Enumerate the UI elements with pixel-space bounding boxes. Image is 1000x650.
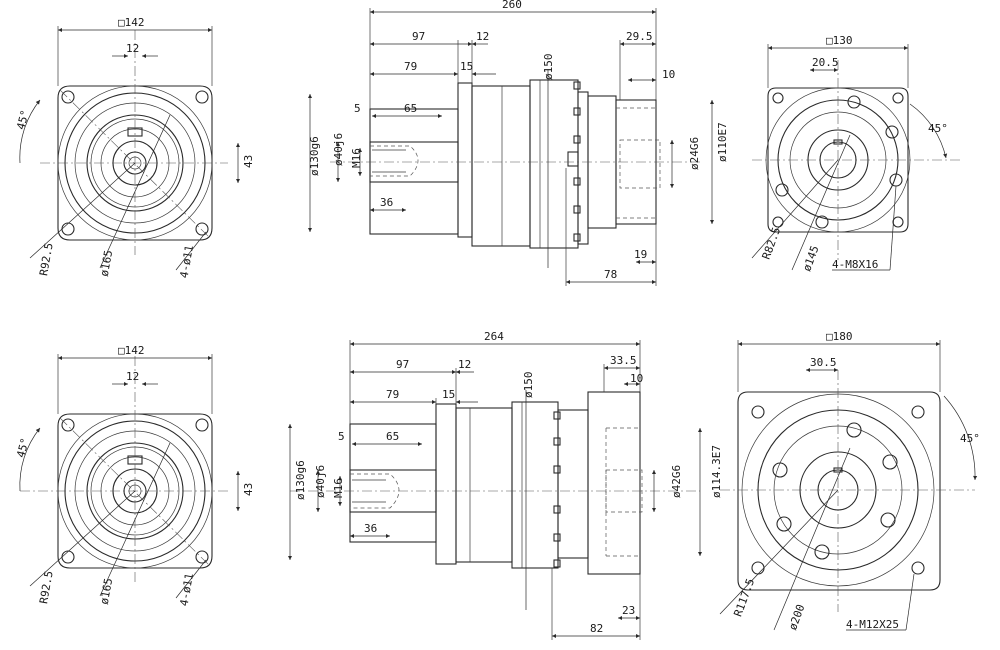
bottom-rear-view: □180 30.5 45° R117.5 ø200 4-M12X25 — [719, 330, 980, 632]
top-side-dia-130-label: ø130g6 — [308, 136, 321, 176]
bottom-rear-len-30-5-label: 30.5 — [810, 356, 837, 369]
top-side-len-79-label: 79 — [404, 60, 417, 73]
bottom-side-bore — [605, 427, 643, 557]
bottom-front-dimensions — [19, 354, 241, 599]
bottom-side-len-33-5-label: 33.5 — [610, 354, 637, 367]
top-side-dimensions — [307, 8, 715, 286]
top-side-len-5-label: 5 — [354, 102, 361, 115]
bottom-front-pcd-label: ø165 — [98, 577, 115, 605]
top-front-radius-label: R92.5 — [37, 242, 56, 277]
bottom-side-thread-label: M16 — [332, 478, 345, 498]
bottom-side-len-23-label: 23 — [622, 604, 635, 617]
top-side-len-10-label: 10 — [662, 68, 675, 81]
top-front-key-width-label: 12 — [126, 42, 139, 55]
top-rear-holes — [772, 92, 904, 229]
top-front-mount-holes — [61, 90, 209, 236]
bottom-side-view: 264 97 12 79 15 ø150 33.5 10 5 65 ø130g6… — [287, 330, 723, 640]
bottom-side-dia-42-label: ø42G6 — [670, 465, 683, 498]
bottom-side-dia-150-label: ø150 — [522, 372, 535, 399]
bottom-side-len-79-label: 79 — [386, 388, 399, 401]
top-side-dia-110-label: ø110E7 — [716, 122, 729, 162]
top-front-view: □142 12 45° 43 R92.5 ø165 4-ø11 — [14, 16, 255, 279]
bottom-side-body — [349, 391, 641, 575]
bottom-front-angle-label: 45° — [14, 436, 32, 459]
top-rear-view: □130 20.5 45° R82.5 ø145 4-M8X16 — [751, 34, 960, 273]
bottom-rear-flange — [737, 391, 941, 591]
top-front-dimensions — [19, 26, 241, 271]
top-front-centerlines — [40, 30, 228, 255]
bottom-front-key-width-label: 12 — [126, 370, 139, 383]
bottom-front-mount-holes — [61, 418, 209, 564]
bottom-side-len-10-label: 10 — [630, 372, 643, 385]
top-side-thread-label: M16 — [350, 148, 363, 168]
top-rear-holes-label: 4-M8X16 — [832, 258, 878, 271]
bottom-side-len-36-label: 36 — [364, 522, 377, 535]
top-front-holes-label: 4-ø11 — [177, 244, 196, 279]
top-rear-len-20-5-label: 20.5 — [812, 56, 839, 69]
bottom-rear-pcd-label: ø200 — [786, 603, 807, 632]
bottom-side-len-5-label: 5 — [338, 430, 345, 443]
top-side-len-97-label: 97 — [412, 30, 425, 43]
top-rear-angle-label: 45° — [928, 122, 948, 135]
bottom-side-total-len-label: 264 — [484, 330, 504, 343]
bottom-side-len-97-label: 97 — [396, 358, 409, 371]
top-front-pcd-label: ø165 — [98, 249, 115, 277]
top-side-bolts — [567, 81, 581, 242]
top-side-len-78-label: 78 — [604, 268, 617, 281]
bottom-front-square-label: □142 — [118, 344, 145, 357]
bottom-rear-centerlines — [720, 370, 975, 612]
top-side-len-65-label: 65 — [404, 102, 417, 115]
bottom-front-holes-label: 4-ø11 — [177, 572, 196, 607]
top-side-dia-24-label: ø24G6 — [688, 137, 701, 170]
bottom-side-dia-130-label: ø130g6 — [294, 460, 307, 500]
top-side-total-len-label: 260 — [502, 0, 522, 11]
bottom-rear-dimensions — [719, 340, 978, 631]
bottom-side-len-12-label: 12 — [458, 358, 471, 371]
top-front-angle-label: 45° — [14, 108, 32, 131]
bottom-side-bolts — [553, 411, 561, 568]
top-front-square-label: □142 — [118, 16, 145, 29]
bottom-side-dimensions — [287, 340, 703, 640]
top-side-len-29-5-label: 29.5 — [626, 30, 653, 43]
bottom-front-centerlines — [20, 356, 228, 584]
bottom-front-view: □142 12 45° 43 R92.5 ø165 4-ø11 — [14, 344, 255, 607]
top-side-dia-40-label: ø40j6 — [332, 133, 345, 166]
top-side-len-12-label: 12 — [476, 30, 489, 43]
top-rear-dimensions — [751, 44, 948, 271]
bottom-side-len-15-label: 15 — [442, 388, 455, 401]
bottom-side-len-65-label: 65 — [386, 430, 399, 443]
top-rear-radius-label: R82.5 — [760, 226, 784, 262]
bottom-side-len-82-label: 82 — [590, 622, 603, 635]
top-side-view: 260 97 12 79 15 ø150 29.5 10 5 65 ø130g6… — [307, 0, 729, 286]
bottom-rear-angle-label: 45° — [960, 432, 980, 445]
bottom-front-height-label: 43 — [242, 483, 255, 496]
top-rear-square-label: □130 — [826, 34, 853, 47]
bottom-rear-square-label: □180 — [826, 330, 853, 343]
top-side-bore — [616, 107, 661, 219]
bottom-rear-holes-label: 4-M12X25 — [846, 618, 899, 631]
bottom-side-dia-114-label: ø114.3E7 — [710, 445, 723, 498]
bottom-side-dia-40-label: ø40j6 — [314, 465, 327, 498]
top-side-len-15-label: 15 — [460, 60, 473, 73]
bottom-front-radius-label: R92.5 — [37, 570, 56, 605]
top-side-len-36-label: 36 — [380, 196, 393, 209]
top-side-len-19-label: 19 — [634, 248, 647, 261]
top-side-dia-150-label: ø150 — [542, 54, 555, 81]
top-front-height-label: 43 — [242, 155, 255, 168]
top-rear-pcd-label: ø145 — [800, 244, 821, 273]
